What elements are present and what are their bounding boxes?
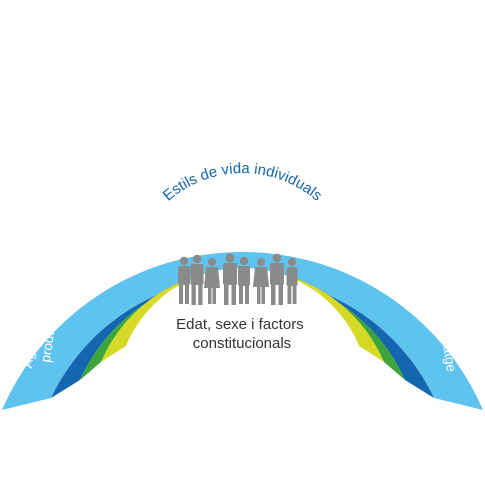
determinant-dividers [11,114,471,316]
determinant-water: Aigua i higiene [376,179,428,234]
determinant-unemployment: Atur [341,142,370,169]
core [126,267,359,346]
people-group-icon [178,253,298,305]
determinant-education: Educació [47,210,86,266]
individual-layer-label: Estils de vida individuals [160,160,325,204]
determinant-work-environment: Medi laboral [94,139,145,189]
core-label: Edat, sexe i factors constitucionals [176,316,308,352]
living-conditions-arrows [167,122,307,133]
outer-band [2,251,483,410]
determinant-health-services: Serveis sanitaris [409,244,454,302]
determinant-living-conditions: Condicions de vida i treball [191,104,280,136]
